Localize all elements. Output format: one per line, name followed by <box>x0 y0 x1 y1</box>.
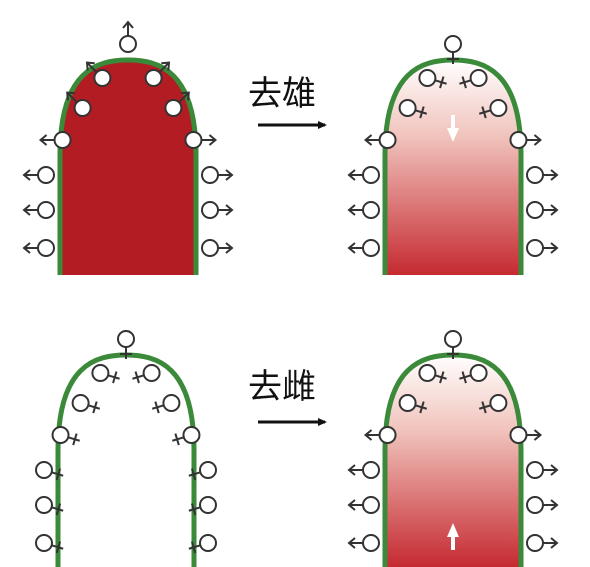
bottom-arrow: 去雌 <box>248 367 325 422</box>
male-symbol <box>349 240 379 256</box>
male-symbol <box>24 240 54 256</box>
male-symbol <box>366 132 396 148</box>
male-symbol <box>510 427 540 443</box>
female-symbol <box>445 36 461 64</box>
male-symbol <box>527 535 557 551</box>
shoot-apex-fill <box>385 60 521 275</box>
female-symbol <box>152 395 179 413</box>
male-symbol <box>24 167 54 183</box>
bottom-arrow-label: 去雌 <box>248 367 316 407</box>
shoot-apex-fill <box>58 355 194 567</box>
male-symbol <box>41 132 71 148</box>
panel-top-left <box>24 22 232 275</box>
male-symbol <box>510 132 540 148</box>
male-symbol <box>349 167 379 183</box>
male-symbol <box>202 202 232 218</box>
male-symbol <box>527 462 557 478</box>
male-symbol <box>24 202 54 218</box>
shoot-apex-fill <box>60 60 196 275</box>
male-symbol <box>527 240 557 256</box>
male-symbol <box>202 167 232 183</box>
male-symbol <box>185 132 215 148</box>
male-symbol <box>527 497 557 513</box>
female-symbol <box>118 331 134 359</box>
panel-top-right <box>349 36 557 275</box>
female-symbol <box>132 365 159 383</box>
male-symbol <box>120 22 136 52</box>
male-symbol <box>349 202 379 218</box>
female-symbol <box>73 395 100 413</box>
male-symbol <box>527 202 557 218</box>
male-symbol <box>366 427 396 443</box>
shoot-apex-outline <box>58 355 194 567</box>
male-symbol <box>349 462 379 478</box>
female-symbol <box>172 427 199 445</box>
top-arrow-label: 去雄 <box>248 74 316 114</box>
female-symbol <box>53 427 80 445</box>
male-symbol <box>349 535 379 551</box>
top-arrow: 去雄 <box>248 74 325 125</box>
male-symbol <box>202 240 232 256</box>
female-symbol <box>445 331 461 359</box>
male-symbol <box>527 167 557 183</box>
male-symbol <box>349 497 379 513</box>
panel-bottom-left <box>36 331 216 567</box>
panel-bottom-right <box>349 331 557 567</box>
female-symbol <box>92 365 119 383</box>
